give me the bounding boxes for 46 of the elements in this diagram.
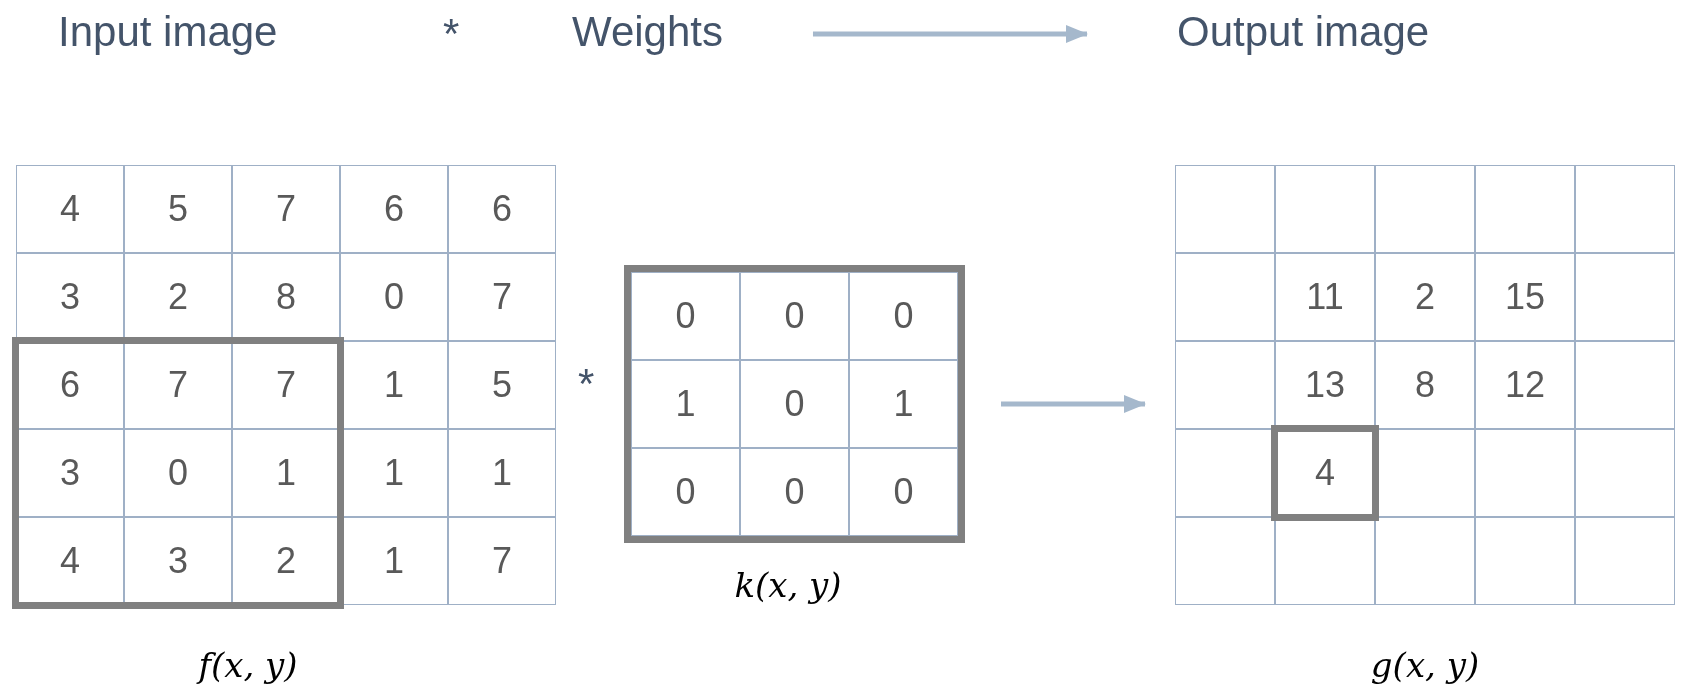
operator-symbol: * xyxy=(443,10,460,58)
grid-cell: 1 xyxy=(631,360,740,448)
grid-cell: 6 xyxy=(16,341,124,429)
grid-cell: 5 xyxy=(124,165,232,253)
grid-cell: 4 xyxy=(16,165,124,253)
arrow xyxy=(812,25,1088,43)
grid-cell: 0 xyxy=(631,448,740,536)
grid-cell: 15 xyxy=(1475,253,1575,341)
grid-cell: 11 xyxy=(1275,253,1375,341)
grid-cell: 6 xyxy=(448,165,556,253)
grid-cell: 1 xyxy=(849,360,958,448)
grid-cell: 3 xyxy=(16,429,124,517)
grid-cell: 7 xyxy=(448,517,556,605)
heading-text: Weights xyxy=(572,8,723,56)
grid-cell: 6 xyxy=(340,165,448,253)
grid-cell: 2 xyxy=(232,517,340,605)
pixel-grid xyxy=(16,165,556,605)
kernel-grid xyxy=(624,265,965,543)
grid-cell: 7 xyxy=(448,253,556,341)
grid-cell: 12 xyxy=(1475,341,1575,429)
function-label: f(x, y) xyxy=(198,645,298,685)
grid-cell: 0 xyxy=(849,272,958,360)
grid-cell: 0 xyxy=(740,448,849,536)
grid-cell: 7 xyxy=(232,165,340,253)
grid-cell: 1 xyxy=(232,429,340,517)
grid-cell: 2 xyxy=(1375,253,1475,341)
function-label: k(x, y) xyxy=(734,565,842,605)
grid-cell: 0 xyxy=(740,272,849,360)
grid-cell: 0 xyxy=(124,429,232,517)
arrow xyxy=(1001,395,1146,413)
grid-cell: 8 xyxy=(1375,341,1475,429)
function-label: g(x, y) xyxy=(1370,645,1480,685)
grid-cell: 0 xyxy=(340,253,448,341)
grid-cell: 4 xyxy=(16,517,124,605)
grid-cell: 7 xyxy=(124,341,232,429)
grid-cell: 0 xyxy=(849,448,958,536)
grid-cell: 0 xyxy=(631,272,740,360)
grid-cell: 7 xyxy=(232,341,340,429)
operator-symbol: * xyxy=(578,360,595,408)
pixel-grid xyxy=(1175,165,1675,605)
grid-cell: 1 xyxy=(448,429,556,517)
grid-cell: 5 xyxy=(448,341,556,429)
grid-cell: 3 xyxy=(124,517,232,605)
heading-text: Output image xyxy=(1177,8,1430,56)
grid-cell: 0 xyxy=(740,360,849,448)
heading-text: Input image xyxy=(58,8,278,56)
